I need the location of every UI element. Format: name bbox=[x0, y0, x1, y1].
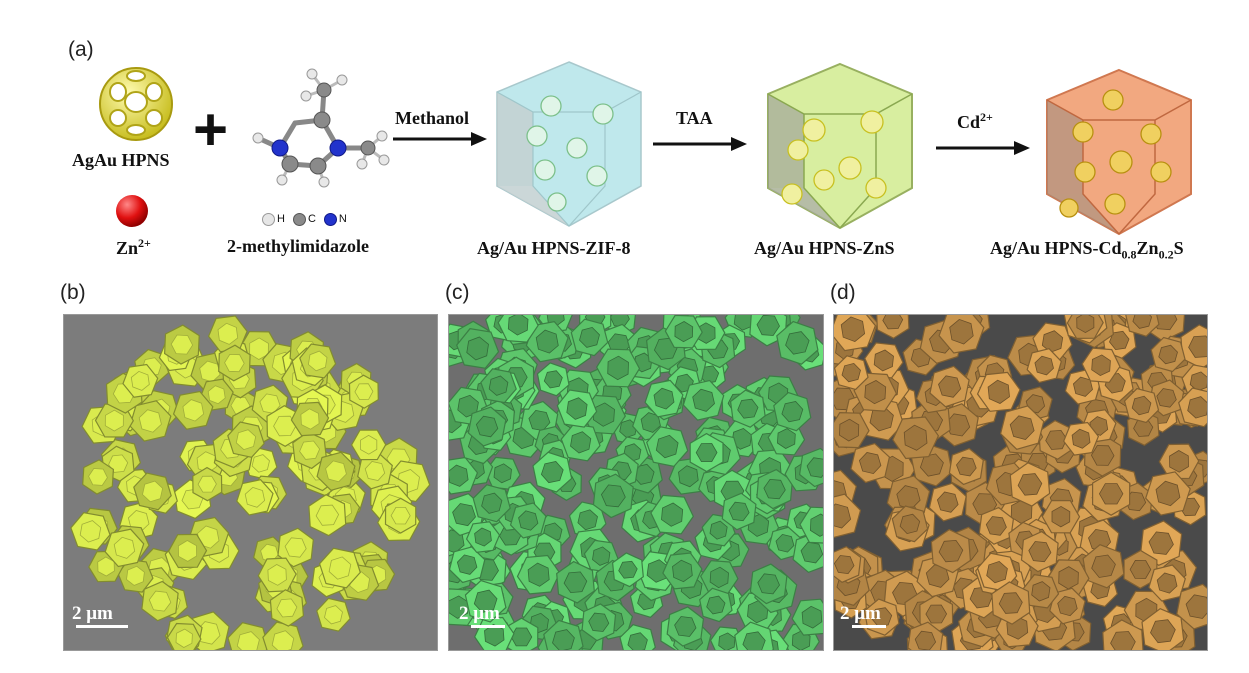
sem-image-b: 2 μm bbox=[63, 314, 438, 651]
scale-bar-text: 2 μm bbox=[840, 603, 881, 624]
hpns-cage-icon bbox=[99, 67, 173, 141]
scale-bar-text: 2 μm bbox=[459, 603, 500, 624]
panel-label-b: (b) bbox=[60, 281, 86, 304]
sem-image-c: 2 μm bbox=[448, 314, 824, 651]
plus-sign: + bbox=[193, 96, 229, 163]
panel-label-a: (a) bbox=[68, 38, 94, 61]
scale-bar-text: 2 μm bbox=[72, 603, 113, 624]
sem-image-d: 2 μm bbox=[833, 314, 1208, 651]
cdzns-label: Ag/Au HPNS-Cd0.8Zn0.2S bbox=[990, 238, 1184, 262]
carbon-dot-icon bbox=[292, 212, 306, 226]
cdzns-dodecahedron-icon bbox=[1046, 68, 1192, 236]
arrow-right-icon bbox=[393, 132, 487, 146]
step-taa-label: TAA bbox=[676, 108, 713, 128]
ligand-label: 2-methylimidazole bbox=[227, 236, 369, 256]
scale-bar-line bbox=[76, 625, 128, 628]
legend-n: N bbox=[338, 213, 347, 226]
legend-c: C bbox=[307, 213, 316, 226]
atom-legend: H C N bbox=[262, 210, 351, 228]
methylimidazole-molecule-icon bbox=[252, 68, 390, 188]
hydrogen-dot-icon bbox=[262, 212, 275, 226]
zn-label: Zn2+ bbox=[116, 236, 151, 258]
scale-bar-d: 2 μm bbox=[840, 603, 886, 628]
step-methanol-label: Methanol bbox=[395, 108, 469, 128]
scale-bar-b: 2 μm bbox=[72, 603, 128, 628]
scale-bar-line bbox=[852, 625, 886, 628]
zns-label: Ag/Au HPNS-ZnS bbox=[754, 238, 895, 258]
nitrogen-dot-icon bbox=[323, 212, 337, 226]
panel-label-d: (d) bbox=[830, 281, 856, 304]
zif8-label: Ag/Au HPNS-ZIF-8 bbox=[477, 238, 631, 258]
arrow-right-icon bbox=[936, 141, 1030, 155]
hpns-label: AgAu HPNS bbox=[72, 150, 170, 170]
panel-label-c: (c) bbox=[445, 281, 470, 304]
zif8-dodecahedron-icon bbox=[496, 61, 642, 227]
scale-bar-line bbox=[471, 625, 505, 628]
zn-ion-icon bbox=[116, 195, 148, 227]
arrow-right-icon bbox=[653, 137, 747, 151]
scale-bar-c: 2 μm bbox=[459, 603, 505, 628]
step-cd-label: Cd2+ bbox=[957, 110, 993, 132]
zns-dodecahedron-icon bbox=[767, 62, 913, 230]
legend-h: H bbox=[277, 213, 285, 226]
